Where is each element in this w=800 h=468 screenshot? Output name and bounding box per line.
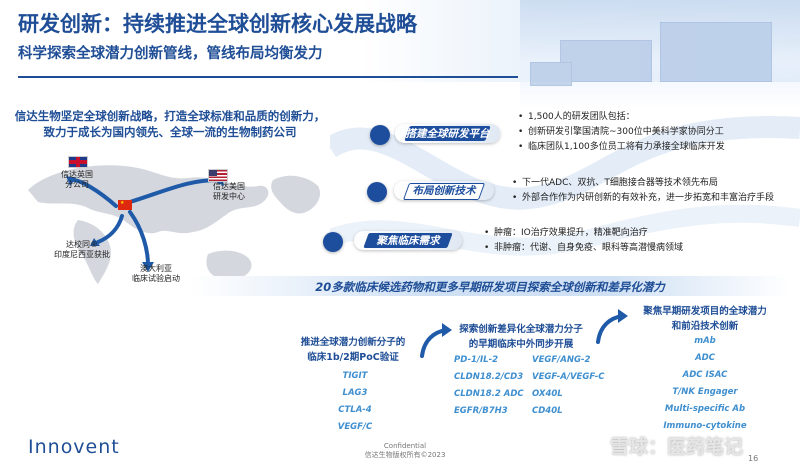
title-divider [18, 76, 518, 78]
column-3-heading: 聚焦早期研发项目的全球潜力 和前沿技术创新 [643, 306, 767, 332]
list-item: PD-1/IL-2 [454, 355, 499, 365]
pillar-3-dot-icon [323, 232, 343, 252]
pipeline-banner: 20多款临床候选药物和更多早期研发项目探索全球创新和差异化潜力 [190, 276, 790, 296]
list-item: T/NK Engager [672, 387, 738, 397]
page-title: 研发创新：持续推进全球创新核心发展战略 [18, 12, 417, 36]
list-item: EGFR/B7H3 [454, 406, 508, 416]
footer-text: Confidential 信达生物版权所有©2023 [340, 442, 470, 460]
pillar-3-label: 聚焦临床需求 [354, 231, 462, 250]
list-item: LAG3 [342, 388, 368, 398]
column-2-heading: 探索创新差异化全球潜力分子 的早期临床中外同步开展 [459, 324, 583, 350]
pillar-1-label: 搭建全球研发平台 [395, 124, 500, 143]
china-flag-icon: ★ [118, 200, 132, 210]
list-item: VEGF/ANG-2 [532, 355, 591, 365]
pillar-2-dot-icon [367, 182, 387, 202]
list-item: Immuno-cytokine [663, 421, 747, 431]
curved-arrow-icon [596, 309, 628, 344]
list-item: CLDN18.2/CD3 [454, 372, 524, 382]
list-item: VEGF/C [337, 422, 373, 432]
list-item: Multi-specific Ab [664, 404, 746, 414]
world-map: ★ 信达英国 分公司 信达美国 研发中心 达校同® 印度尼西亚获批 澳大利亚 临… [18, 150, 328, 300]
list-item: CLDN18.2 ADC [454, 389, 524, 399]
map-label-uk: 信达英国 分公司 [61, 170, 93, 189]
watermark: 雪球：医药笔记 [610, 436, 744, 458]
uk-flag-icon [68, 156, 88, 168]
column-2-items-right: VEGF/ANG-2 VEGF-A/VEGF-C OX40L CD40L [532, 352, 612, 420]
confidential-label: Confidential [383, 442, 427, 450]
strategy-line-2: 致力于成长为国内领先、全球一流的生物制药公司 [43, 125, 297, 139]
list-item: TIGIT [342, 371, 368, 381]
pillar-2-bullet-1: 下一代ADC、双抗、T细胞接合器等技术领先布局 [512, 176, 718, 190]
page-number: 16 [748, 454, 759, 463]
pillar-3-bullet-1: 肿瘤：IO治疗效果提升，精准靶向治疗 [484, 226, 648, 240]
page-subtitle: 科学探索全球潜力创新管线，管线布局均衡发力 [18, 46, 323, 62]
list-item: mAb [694, 336, 716, 346]
map-label-australia: 澳大利亚 临床试验启动 [132, 264, 180, 283]
pillar-2-label: 布局创新技术 [394, 181, 494, 200]
pillar-1-bullet-2: 创新研发引擎国清院~300位中美科学家协同分工 [518, 125, 724, 139]
list-item: ADC ISAC [682, 370, 728, 380]
curved-arrow-icon [420, 323, 452, 358]
pillar-1-bullet-3: 临床团队1,100多位员工将有力承接全球临床开发 [518, 140, 725, 154]
copyright-label: 信达生物版权所有©2023 [364, 451, 446, 459]
column-3-items: mAb ADC ADC ISAC T/NK Engager Multi-spec… [650, 333, 760, 435]
list-item: CD40L [532, 406, 563, 416]
list-item: CTLA-4 [338, 405, 372, 415]
map-label-indonesia: 达校同® 印度尼西亚获批 [54, 240, 110, 259]
strategy-line-1: 信达生物坚定全球创新战略，打造全球标准和品质的创新力， [14, 109, 326, 123]
map-label-us: 信达美国 研发中心 [213, 182, 245, 201]
list-item: OX40L [532, 389, 563, 399]
pillar-1-dot-icon [370, 125, 390, 145]
innovent-logo: Innovent [28, 436, 120, 458]
column-2-items-left: PD-1/IL-2 CLDN18.2/CD3 CLDN18.2 ADC EGFR… [454, 352, 529, 420]
list-item: VEGF-A/VEGF-C [532, 372, 605, 382]
list-item: ADC [695, 353, 715, 363]
strategy-statement: 信达生物坚定全球创新战略，打造全球标准和品质的创新力， 致力于成长为国内领先、全… [0, 108, 340, 140]
pillar-1-bullet-1: 1,500人的研发团队包括： [518, 110, 635, 124]
us-flag-icon [208, 169, 228, 182]
pillar-2-bullet-2: 外部合作作为内研创新的有效补充，进一步拓宽和丰富治疗手段 [512, 191, 774, 205]
column-1-items: TIGIT LAG3 CTLA-4 VEGF/C [320, 368, 390, 436]
building-photo [520, 0, 800, 110]
column-1-heading: 推进全球潜力创新分子的 临床1b/2期PoC验证 [300, 337, 406, 363]
pillar-3-bullet-2: 非肿瘤：代谢、自身免疫、眼科等高潜慢病领域 [484, 241, 683, 255]
